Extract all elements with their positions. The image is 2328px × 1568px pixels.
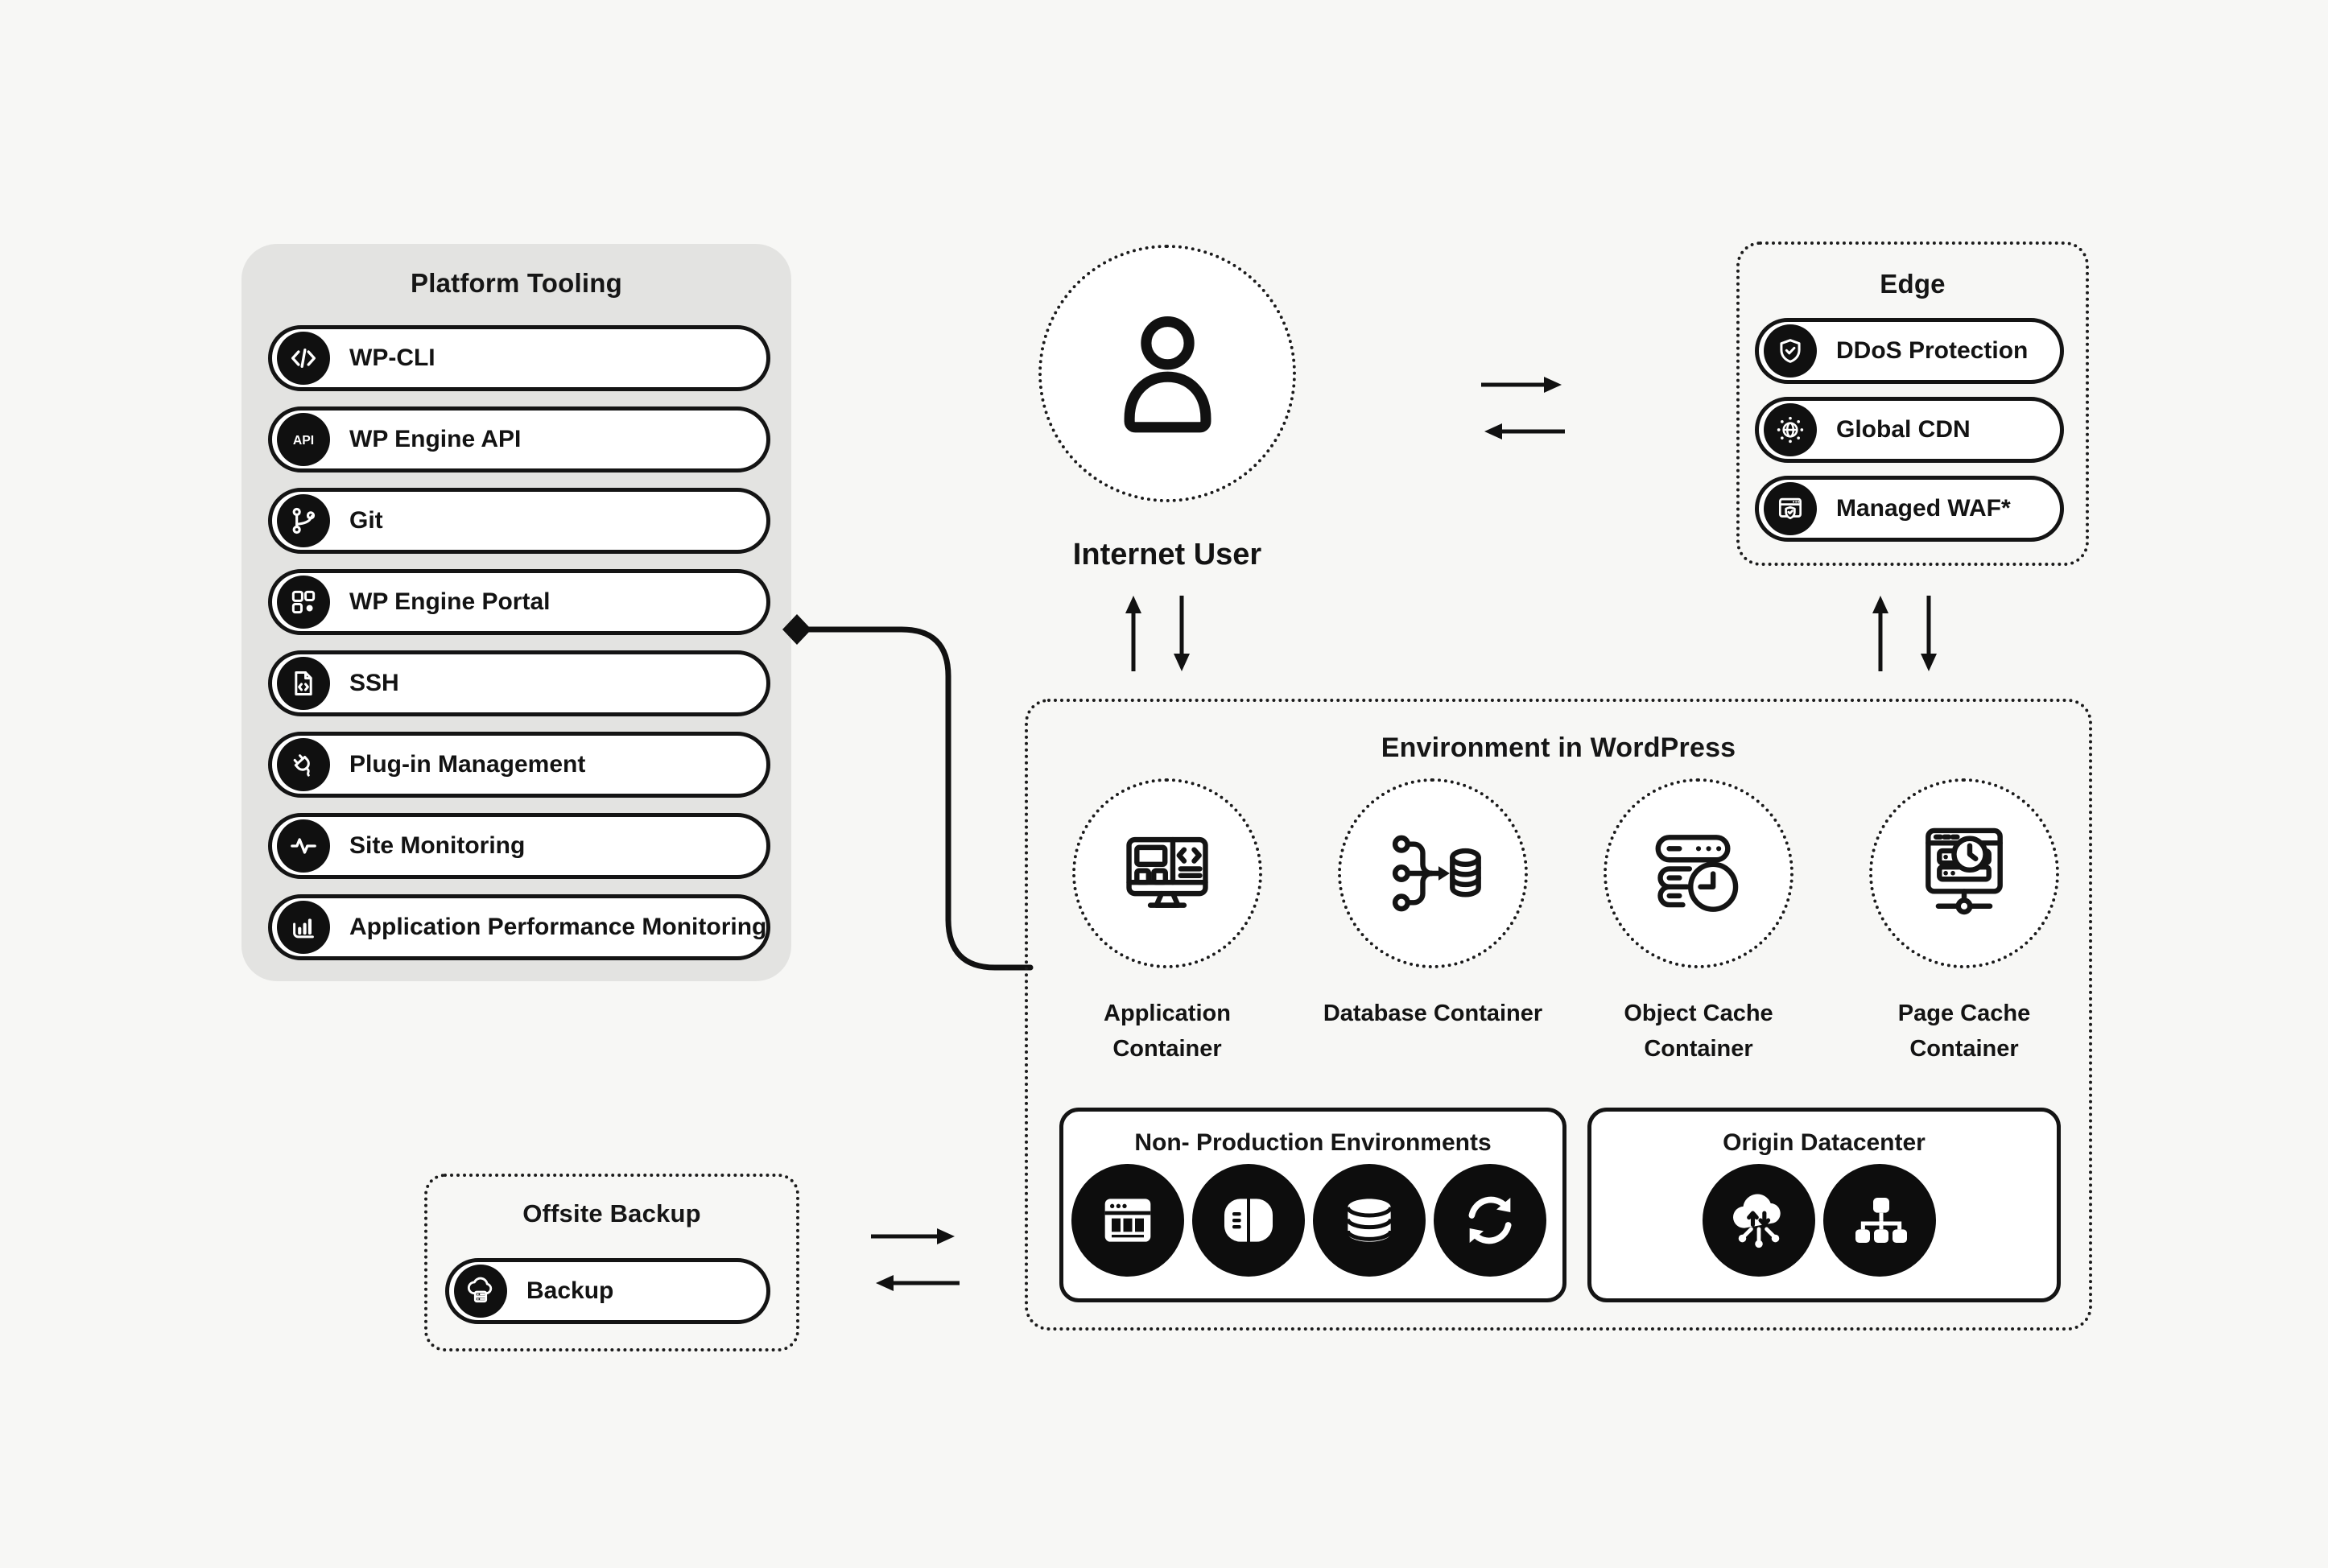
application-container-label: Application Container bbox=[1104, 1001, 1231, 1062]
tooling-to-environment-connector bbox=[782, 614, 1034, 971]
platform-tooling-title: Platform Tooling bbox=[411, 268, 622, 298]
pill-git: Git bbox=[268, 488, 770, 554]
pulse-icon bbox=[277, 819, 330, 873]
edge-title: Edge bbox=[1880, 269, 1946, 299]
edge-panel: Edge bbox=[1736, 241, 2089, 566]
pill-ssh: SSH bbox=[268, 650, 770, 716]
origin-datacenter-title: Origin Datacenter bbox=[1723, 1129, 1926, 1156]
backup-environment-arrows bbox=[871, 1228, 960, 1291]
non-prod-item-1 bbox=[1071, 1164, 1184, 1277]
database-container-circle bbox=[1338, 778, 1528, 968]
pill-label: Plug-in Management bbox=[349, 751, 586, 778]
page-cache-icon bbox=[1926, 827, 2003, 915]
database-icon bbox=[1345, 1199, 1393, 1242]
plug-icon bbox=[277, 738, 330, 791]
code-icon bbox=[277, 332, 330, 385]
pill-global-cdn: Global CDN bbox=[1755, 397, 2064, 463]
origin-datacenter-box: Origin Datacenter bbox=[1587, 1108, 2061, 1302]
bar-chart-icon bbox=[277, 901, 330, 954]
file-code-icon bbox=[277, 657, 330, 710]
globe-network-icon bbox=[1764, 403, 1817, 456]
application-container-icon bbox=[1126, 836, 1208, 908]
user-icon bbox=[1124, 316, 1211, 432]
git-branch-icon bbox=[277, 494, 330, 547]
user-environment-arrows bbox=[1125, 596, 1190, 671]
offsite-backup-panel: Offsite Backup bbox=[424, 1174, 799, 1351]
svg-text:API: API bbox=[293, 434, 314, 448]
environment-panel: Environment in WordPress bbox=[1025, 699, 2092, 1331]
non-production-title: Non- Production Environments bbox=[1134, 1129, 1492, 1156]
object-cache-icon bbox=[1655, 835, 1739, 912]
pill-wp-engine-portal: WP Engine Portal bbox=[268, 569, 770, 635]
pill-label: Managed WAF* bbox=[1836, 495, 2011, 522]
object-cache-container-label: Object Cache Container bbox=[1624, 1001, 1773, 1062]
pill-label: WP Engine API bbox=[349, 426, 522, 452]
api-icon: API bbox=[277, 413, 330, 466]
pill-label: Site Monitoring bbox=[349, 832, 526, 859]
pill-label: Git bbox=[349, 507, 383, 534]
pill-managed-waf: Managed WAF* bbox=[1755, 476, 2064, 542]
non-prod-item-4 bbox=[1434, 1164, 1546, 1277]
sync-icon bbox=[1468, 1196, 1512, 1244]
environment-title: Environment in WordPress bbox=[1381, 732, 1736, 763]
origin-item-2 bbox=[1823, 1164, 1936, 1277]
non-prod-item-3 bbox=[1313, 1164, 1426, 1277]
browser-icon bbox=[1104, 1199, 1151, 1242]
origin-item-1 bbox=[1703, 1164, 1815, 1277]
pill-label: SSH bbox=[349, 670, 399, 696]
pill-backup: Backup bbox=[445, 1258, 770, 1324]
pill-label: WP Engine Portal bbox=[349, 588, 551, 615]
page-cache-container-circle bbox=[1869, 778, 2059, 968]
shield-check-icon bbox=[1764, 324, 1817, 378]
internet-user-circle bbox=[1038, 245, 1296, 502]
object-cache-container-circle bbox=[1604, 778, 1793, 968]
user-edge-arrows bbox=[1481, 377, 1565, 439]
pill-label: Backup bbox=[526, 1277, 614, 1304]
pill-wp-cli: WP-CLI bbox=[268, 325, 770, 391]
grid-icon bbox=[277, 576, 330, 629]
pill-ddos-protection: DDoS Protection bbox=[1755, 318, 2064, 384]
offsite-backup-title: Offsite Backup bbox=[522, 1199, 701, 1228]
cloud-server-icon bbox=[454, 1265, 507, 1318]
split-server-icon bbox=[1224, 1199, 1273, 1242]
non-prod-item-2 bbox=[1192, 1164, 1305, 1277]
database-container-icon bbox=[1392, 835, 1481, 912]
pill-label: DDoS Protection bbox=[1836, 337, 2029, 364]
network-tree-icon bbox=[1855, 1198, 1907, 1243]
pill-label: Application Performance Monitoring bbox=[349, 914, 767, 940]
pill-label: WP-CLI bbox=[349, 345, 435, 371]
pill-plug-in-management: Plug-in Management bbox=[268, 732, 770, 798]
pill-label: Global CDN bbox=[1836, 416, 1971, 443]
pill-application-performance-monitoring: Application Performance Monitoring bbox=[268, 894, 770, 960]
internet-user-label: Internet User bbox=[1072, 538, 1262, 571]
database-container-label: Database Container bbox=[1323, 1001, 1543, 1026]
edge-environment-arrows bbox=[1872, 596, 1937, 671]
browser-shield-icon bbox=[1764, 482, 1817, 535]
pill-site-monitoring: Site Monitoring bbox=[268, 813, 770, 879]
page-cache-container-label: Page Cache Container bbox=[1897, 1001, 2031, 1062]
cloud-network-icon bbox=[1733, 1194, 1781, 1248]
application-container-circle bbox=[1072, 778, 1262, 968]
pill-wp-engine-api: API WP Engine API bbox=[268, 406, 770, 472]
